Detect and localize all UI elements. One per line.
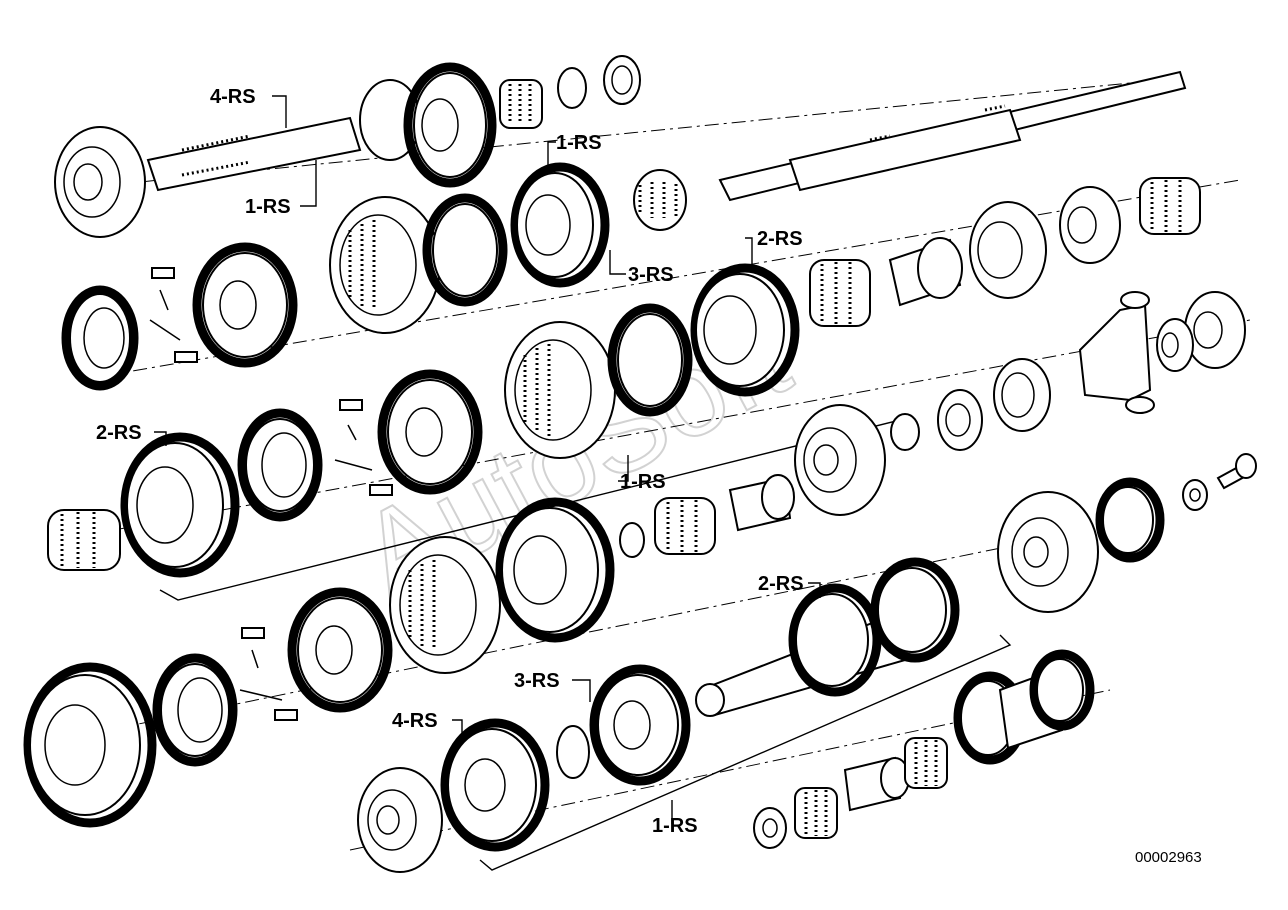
sliding-sleeve-3 — [389, 536, 501, 674]
main-shaft — [633, 70, 1187, 231]
spacer-sleeve — [888, 237, 963, 307]
gear-3rs-bottom — [589, 664, 691, 786]
needle-bearing-bottom-2 — [904, 737, 948, 789]
cluster-gear-bottom — [953, 649, 1095, 765]
label-2-rs-countershaft: 2-RS — [758, 573, 804, 595]
callout-leaders — [154, 95, 821, 824]
group-brackets — [159, 419, 1012, 871]
needle-bearing-4 — [654, 497, 716, 555]
washer-bottom-right — [753, 807, 787, 849]
needle-bearing-left — [47, 509, 121, 571]
label-1-rs-bottom: 1-RS — [652, 815, 698, 837]
bushing-center — [728, 474, 795, 532]
gear-2rs-countershaft — [788, 583, 882, 697]
washer-right — [1156, 318, 1194, 372]
input-shaft — [146, 79, 421, 192]
label-3-rs-lower: 3-RS — [514, 670, 560, 692]
circlip-center — [619, 522, 645, 558]
circlip-top — [557, 67, 587, 109]
synchro-hub-2 — [377, 369, 483, 495]
needle-bearing-top — [499, 79, 543, 129]
label-3-rs-upper: 3-RS — [628, 264, 674, 286]
springs-keys-3 — [239, 627, 298, 721]
input-gear — [403, 62, 497, 188]
circlip-bottom — [556, 725, 590, 779]
label-1-rs-middle: 1-RS — [620, 471, 666, 493]
speedo-gear — [937, 389, 983, 451]
synchro-hub-3 — [287, 587, 393, 713]
synchro-ring-3 — [237, 408, 323, 522]
ball-bearing-center — [794, 404, 886, 516]
label-4-rs-top: 4-RS — [210, 86, 256, 108]
sliding-sleeve-1 — [329, 196, 441, 334]
label-4-rs-lower: 4-RS — [392, 710, 438, 732]
washer-bolt — [1182, 479, 1208, 511]
sleeve-bottom — [843, 756, 910, 812]
small-gear-right — [1095, 477, 1165, 563]
gear-2rs-left — [120, 432, 240, 578]
gear-large-left — [23, 662, 157, 828]
synchro-ring-5 — [152, 653, 238, 767]
gear-2rs-upper — [690, 263, 800, 397]
synchro-ring-left — [61, 285, 139, 391]
springs-keys-1 — [149, 267, 198, 363]
drawing-number: 00002963 — [1135, 849, 1202, 866]
needle-bearing-3 — [1139, 177, 1201, 235]
gear-3rs — [510, 162, 610, 288]
needle-bearing-2 — [809, 259, 871, 327]
springs-keys-2 — [334, 399, 393, 496]
label-2-rs-left: 2-RS — [96, 422, 142, 444]
flange-nut — [1184, 291, 1246, 369]
synchro-hub-1 — [192, 242, 298, 368]
countershaft-gear-right — [870, 557, 960, 663]
output-flange — [1078, 291, 1155, 414]
bearing-top-left — [54, 126, 146, 238]
label-2-rs-upper: 2-RS — [757, 228, 803, 250]
bearing-bottom — [357, 767, 443, 873]
label-1-rs-upper: 1-RS — [556, 132, 602, 154]
gear-4rs-bottom — [440, 718, 550, 852]
needle-bearing-bottom-1 — [794, 787, 838, 839]
sliding-sleeve-2 — [504, 321, 616, 459]
flange-collar — [1059, 186, 1121, 264]
synchro-ring-4 — [607, 303, 693, 417]
oil-seal — [993, 358, 1051, 432]
ball-bearing-countershaft — [997, 491, 1099, 613]
ball-bearing-right — [969, 201, 1047, 299]
hex-bolt — [1216, 453, 1257, 490]
circlip-right — [890, 413, 920, 451]
label-1-rs-top: 1-RS — [245, 196, 291, 218]
washer-top — [603, 55, 641, 105]
gear-center-row4 — [495, 497, 615, 643]
synchro-ring-2 — [422, 193, 508, 307]
